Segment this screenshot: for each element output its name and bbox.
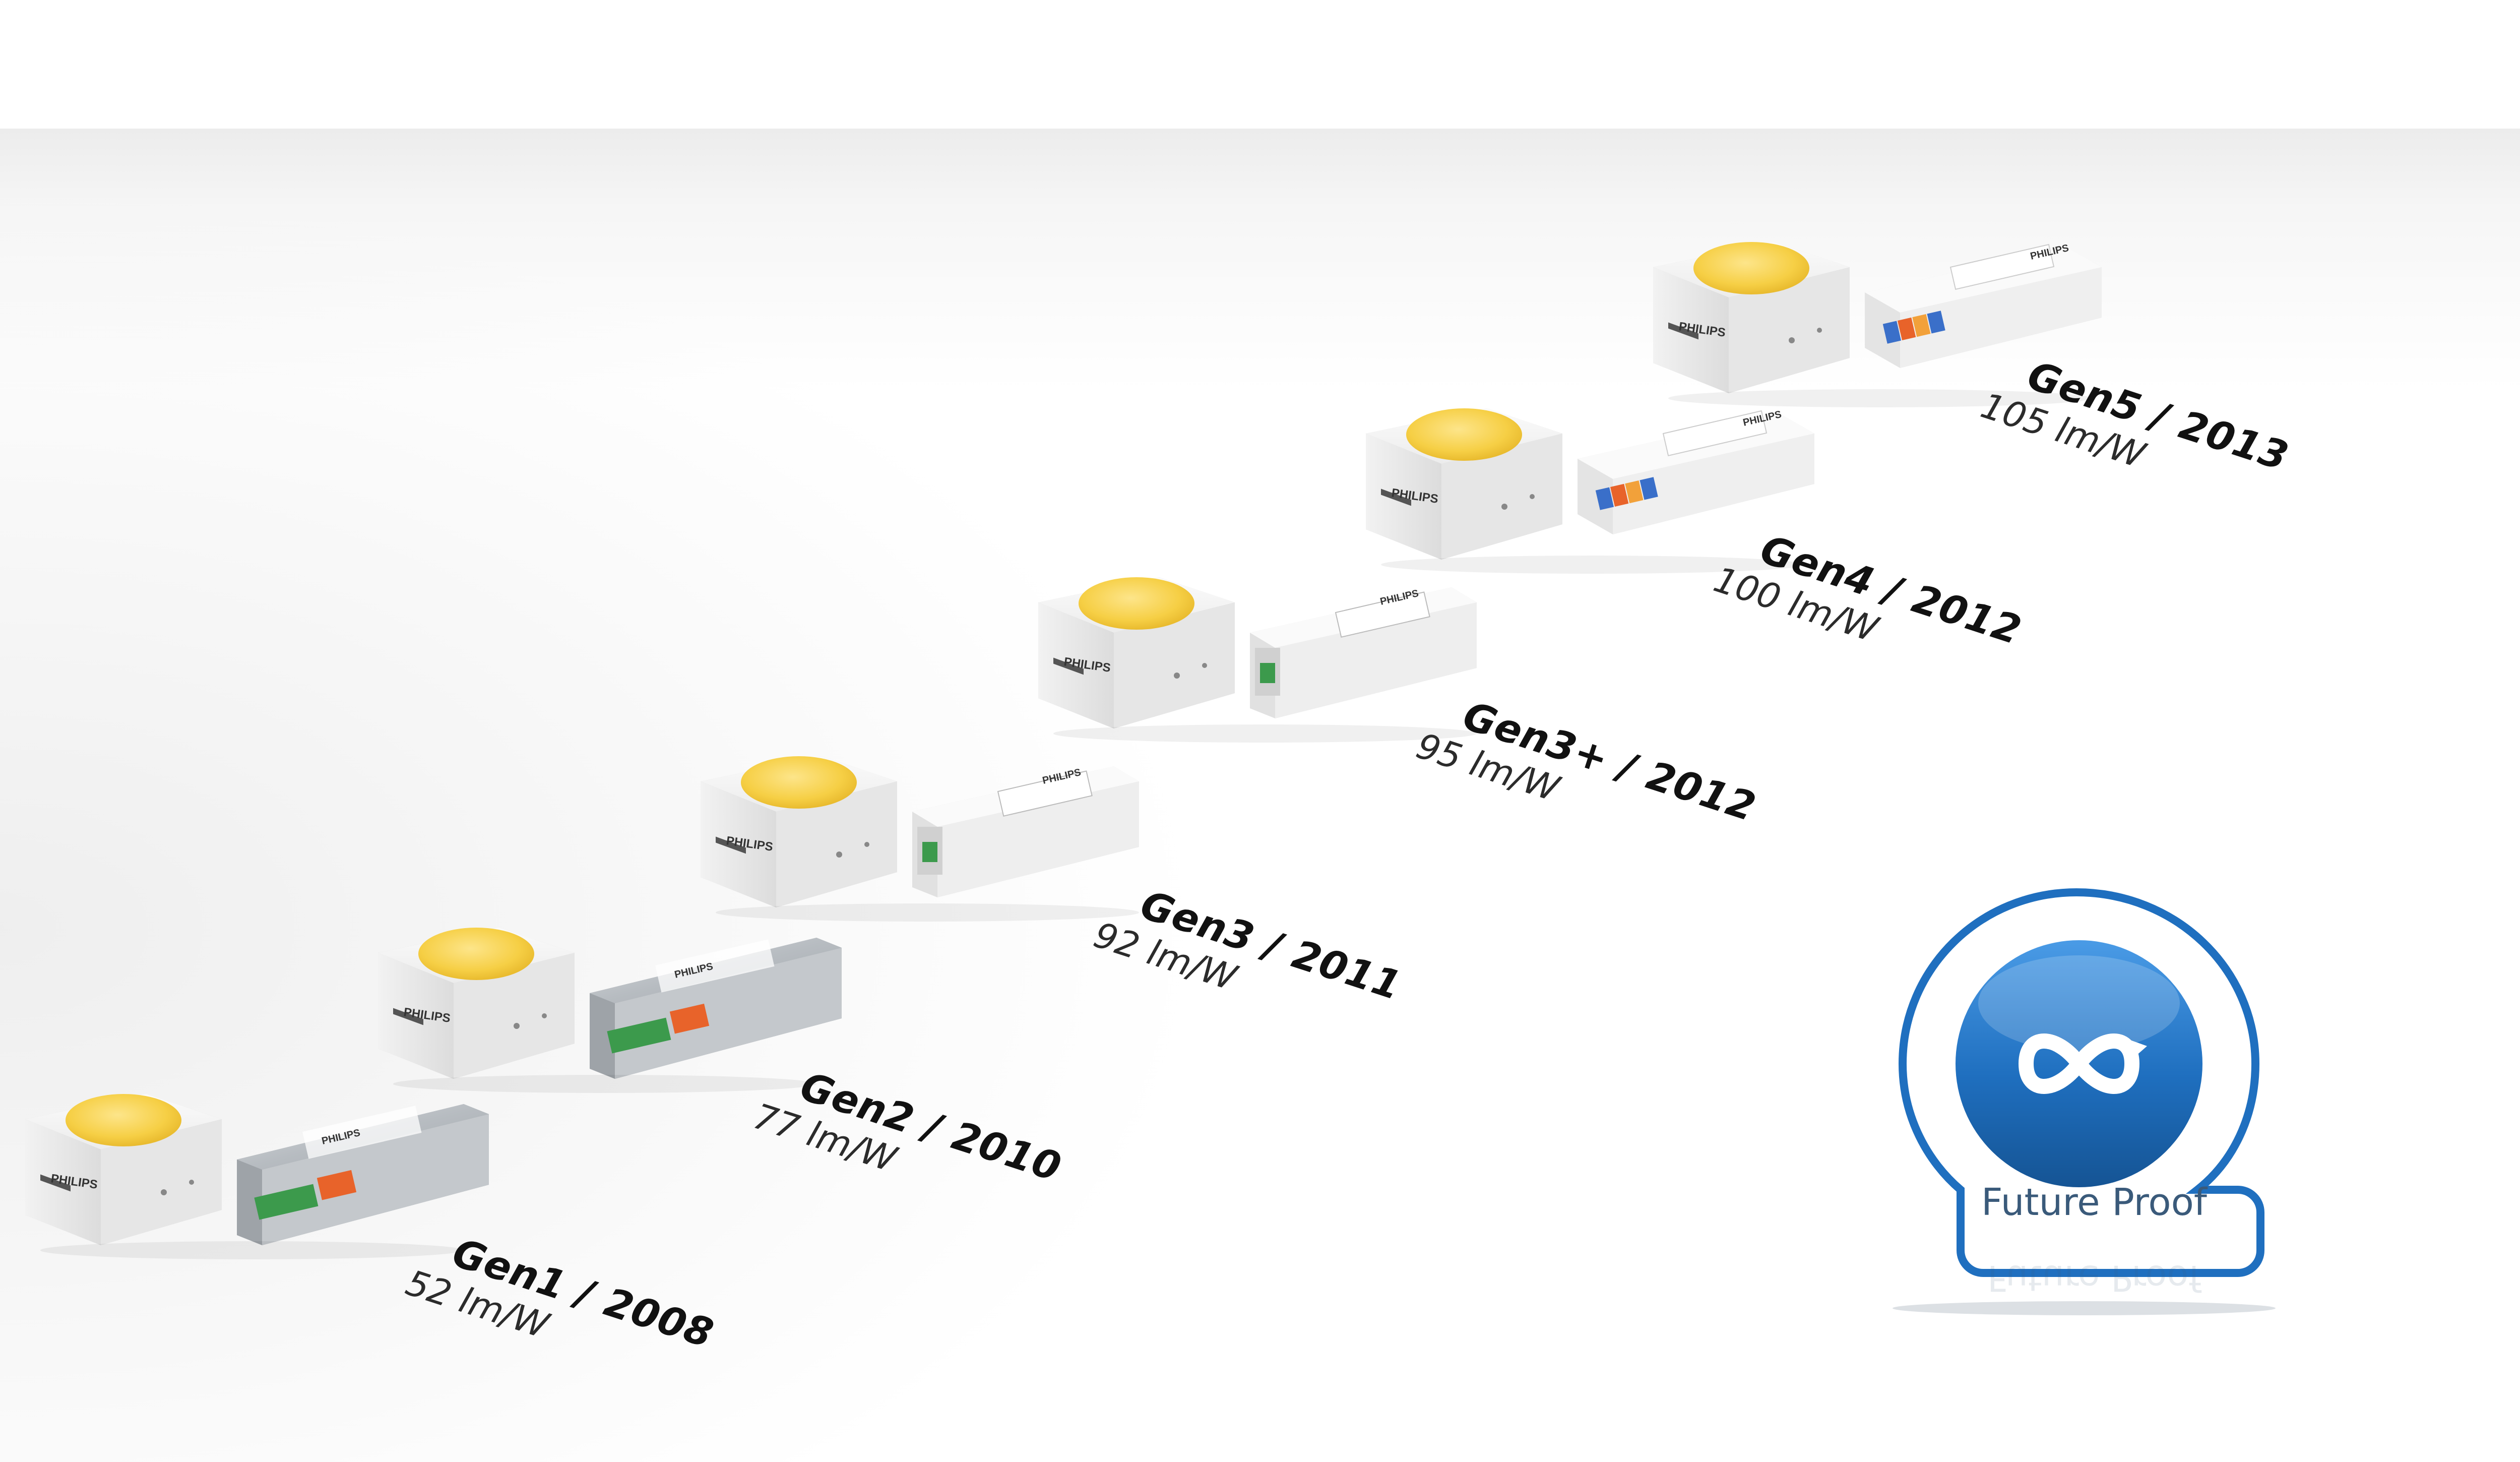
led-module: PHILIPS xyxy=(378,928,575,1079)
terminal-block-green xyxy=(254,1184,319,1220)
product-illustration: PHILIPS PHILIPS xyxy=(1366,408,1814,574)
terminal-block-orange xyxy=(317,1170,357,1200)
terminal-block-orange xyxy=(669,1003,710,1034)
led-light-surface xyxy=(1693,242,1809,294)
led-driver-metal: PHILIPS xyxy=(237,1104,489,1245)
led-driver-flat: PHILIPS xyxy=(1578,409,1814,534)
led-module: PHILIPS xyxy=(1038,577,1235,728)
led-light-surface xyxy=(741,756,857,809)
future-proof-badge xyxy=(1893,888,2276,1315)
product-illustration: PHILIPS PHILIPS xyxy=(701,756,1139,922)
product-illustration: PHILIPS PHILIPS xyxy=(378,928,842,1093)
terminal-block-green xyxy=(922,842,937,862)
led-light-surface xyxy=(418,928,534,980)
led-module: PHILIPS xyxy=(701,756,897,907)
led-module: PHILIPS xyxy=(1653,242,1850,393)
terminal-block-orange xyxy=(1610,483,1629,507)
led-driver-metal: PHILIPS xyxy=(590,938,842,1079)
terminal-block-green xyxy=(607,1017,671,1054)
led-light-surface xyxy=(1406,408,1522,461)
product-illustration: PHILIPS PHILIPS xyxy=(1653,242,2102,407)
terminal-block-blue xyxy=(1882,321,1902,344)
product-illustration: PHILIPS PHILIPS xyxy=(25,1094,489,1259)
led-light-surface xyxy=(1079,577,1194,630)
product-illustration: PHILIPS PHILIPS xyxy=(1038,577,1477,743)
led-driver-flat: PHILIPS xyxy=(1865,242,2102,368)
led-light-surface xyxy=(66,1094,181,1146)
led-module: PHILIPS xyxy=(1366,408,1562,560)
badge-label-reflection: Future Proof xyxy=(1987,1257,2201,1299)
badge-label: Future Proof xyxy=(1981,1181,2207,1224)
led-driver-white: PHILIPS xyxy=(912,766,1139,897)
led-driver-white: PHILIPS xyxy=(1250,587,1477,718)
led-module: PHILIPS xyxy=(25,1094,222,1245)
terminal-block-green xyxy=(1260,663,1275,683)
terminal-block-orange xyxy=(1897,317,1916,340)
terminal-block-blue xyxy=(1595,487,1614,510)
